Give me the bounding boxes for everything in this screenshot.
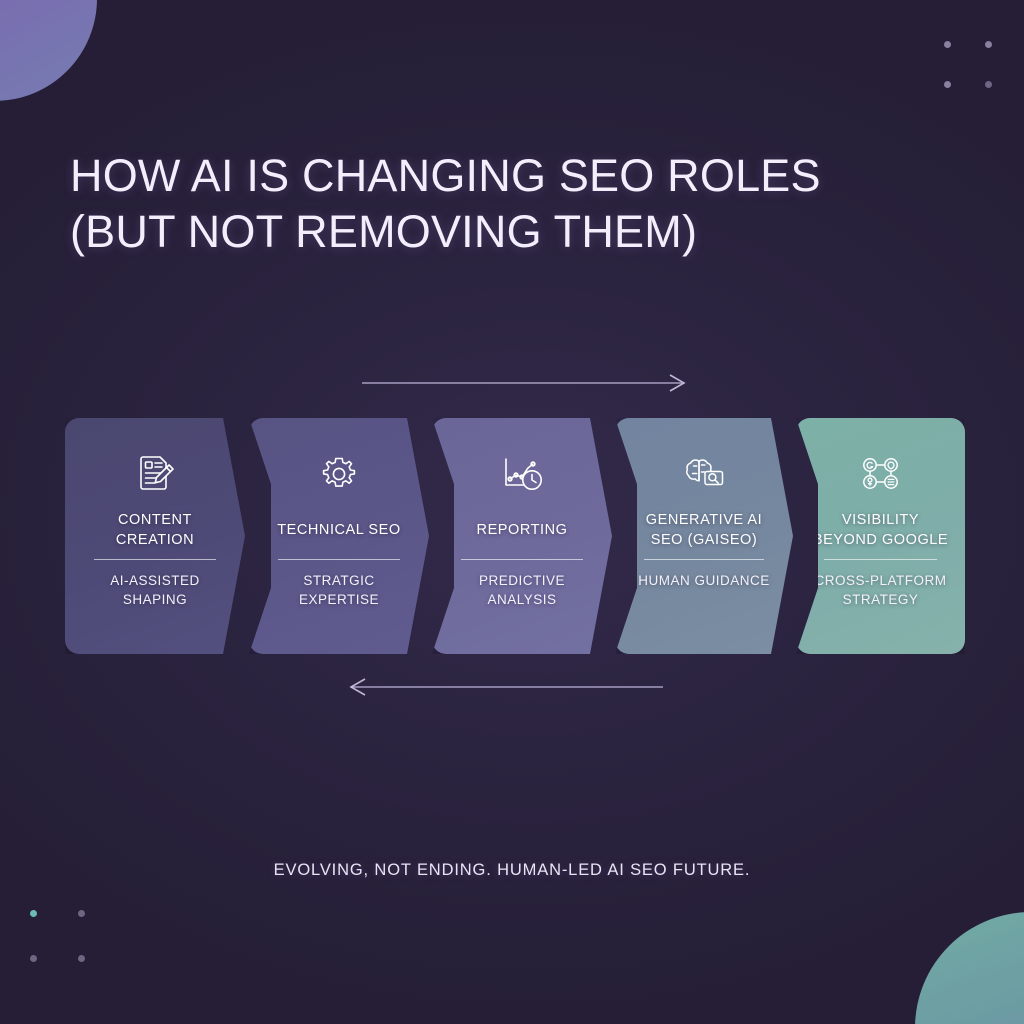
flow-card-reporting[interactable]: REPORTING PREDICTIVE ANALYSIS [432, 418, 612, 654]
flow-card-title: REPORTING [476, 522, 568, 538]
gear-icon [317, 444, 361, 504]
flow-card-technical-seo[interactable]: TECHNICAL SEO STRATGIC EXPERTISE [249, 418, 429, 654]
network-nodes-icon [857, 444, 905, 504]
decorative-dot [30, 910, 37, 917]
dot-grid-top-right [944, 41, 1024, 121]
flow-card-subtitle: AI-ASSISTED SHAPING [110, 573, 200, 607]
decorative-dot [30, 955, 37, 962]
divider [94, 559, 216, 560]
flow-card-title: VISIBILITY BEYOND GOOGLE [812, 512, 949, 548]
flow-card-generative-ai-seo[interactable]: GENERATIVE AI SEO (GAISEO) HUMAN GUIDANC… [615, 418, 793, 654]
flow-card-title: TECHNICAL SEO [277, 522, 401, 538]
divider [461, 559, 583, 560]
flow-card-content-creation[interactable]: CONTENT CREATION AI-ASSISTED SHAPING [65, 418, 245, 654]
decorative-circle-bottom-right [915, 912, 1024, 1024]
divider [278, 559, 400, 560]
decorative-circle-top-left [0, 0, 97, 101]
page-title: HOW AI IS CHANGING SEO ROLES (BUT NOT RE… [70, 148, 930, 260]
process-flow-cards: CONTENT CREATION AI-ASSISTED SHAPING TEC… [65, 418, 965, 654]
decorative-dot [944, 41, 951, 48]
flow-arrow-feedback [345, 675, 667, 699]
dot-grid-bottom-left [30, 910, 126, 1000]
flow-arrow-forward [360, 371, 690, 395]
page-title-line-1: HOW AI IS CHANGING SEO ROLES [70, 150, 821, 201]
decorative-dot [985, 41, 992, 48]
flow-card-subtitle: HUMAN GUIDANCE [638, 573, 770, 588]
chart-clock-icon [498, 444, 546, 504]
flow-card-subtitle: CROSS-PLATFORM STRATEGY [814, 573, 947, 607]
decorative-dot [944, 81, 951, 88]
document-pencil-icon [133, 444, 177, 504]
decorative-dot [78, 955, 85, 962]
flow-card-visibility-beyond-google[interactable]: VISIBILITY BEYOND GOOGLE CROSS-PLATFORM … [796, 418, 965, 654]
decorative-dot [78, 910, 85, 917]
flow-card-subtitle: STRATGIC EXPERTISE [298, 573, 380, 607]
decorative-dot [985, 81, 992, 88]
page-title-line-2: (BUT NOT REMOVING THEM) [70, 206, 698, 257]
flow-card-subtitle: PREDICTIVE ANALYSIS [478, 573, 565, 607]
flow-card-title: GENERATIVE AI SEO (GAISEO) [645, 512, 763, 548]
divider [644, 559, 764, 560]
footer-tagline: EVOLVING, NOT ENDING. HUMAN-LED AI SEO F… [273, 861, 751, 879]
brain-search-icon [679, 444, 729, 504]
divider [824, 559, 937, 560]
flow-card-title: CONTENT CREATION [115, 512, 195, 548]
